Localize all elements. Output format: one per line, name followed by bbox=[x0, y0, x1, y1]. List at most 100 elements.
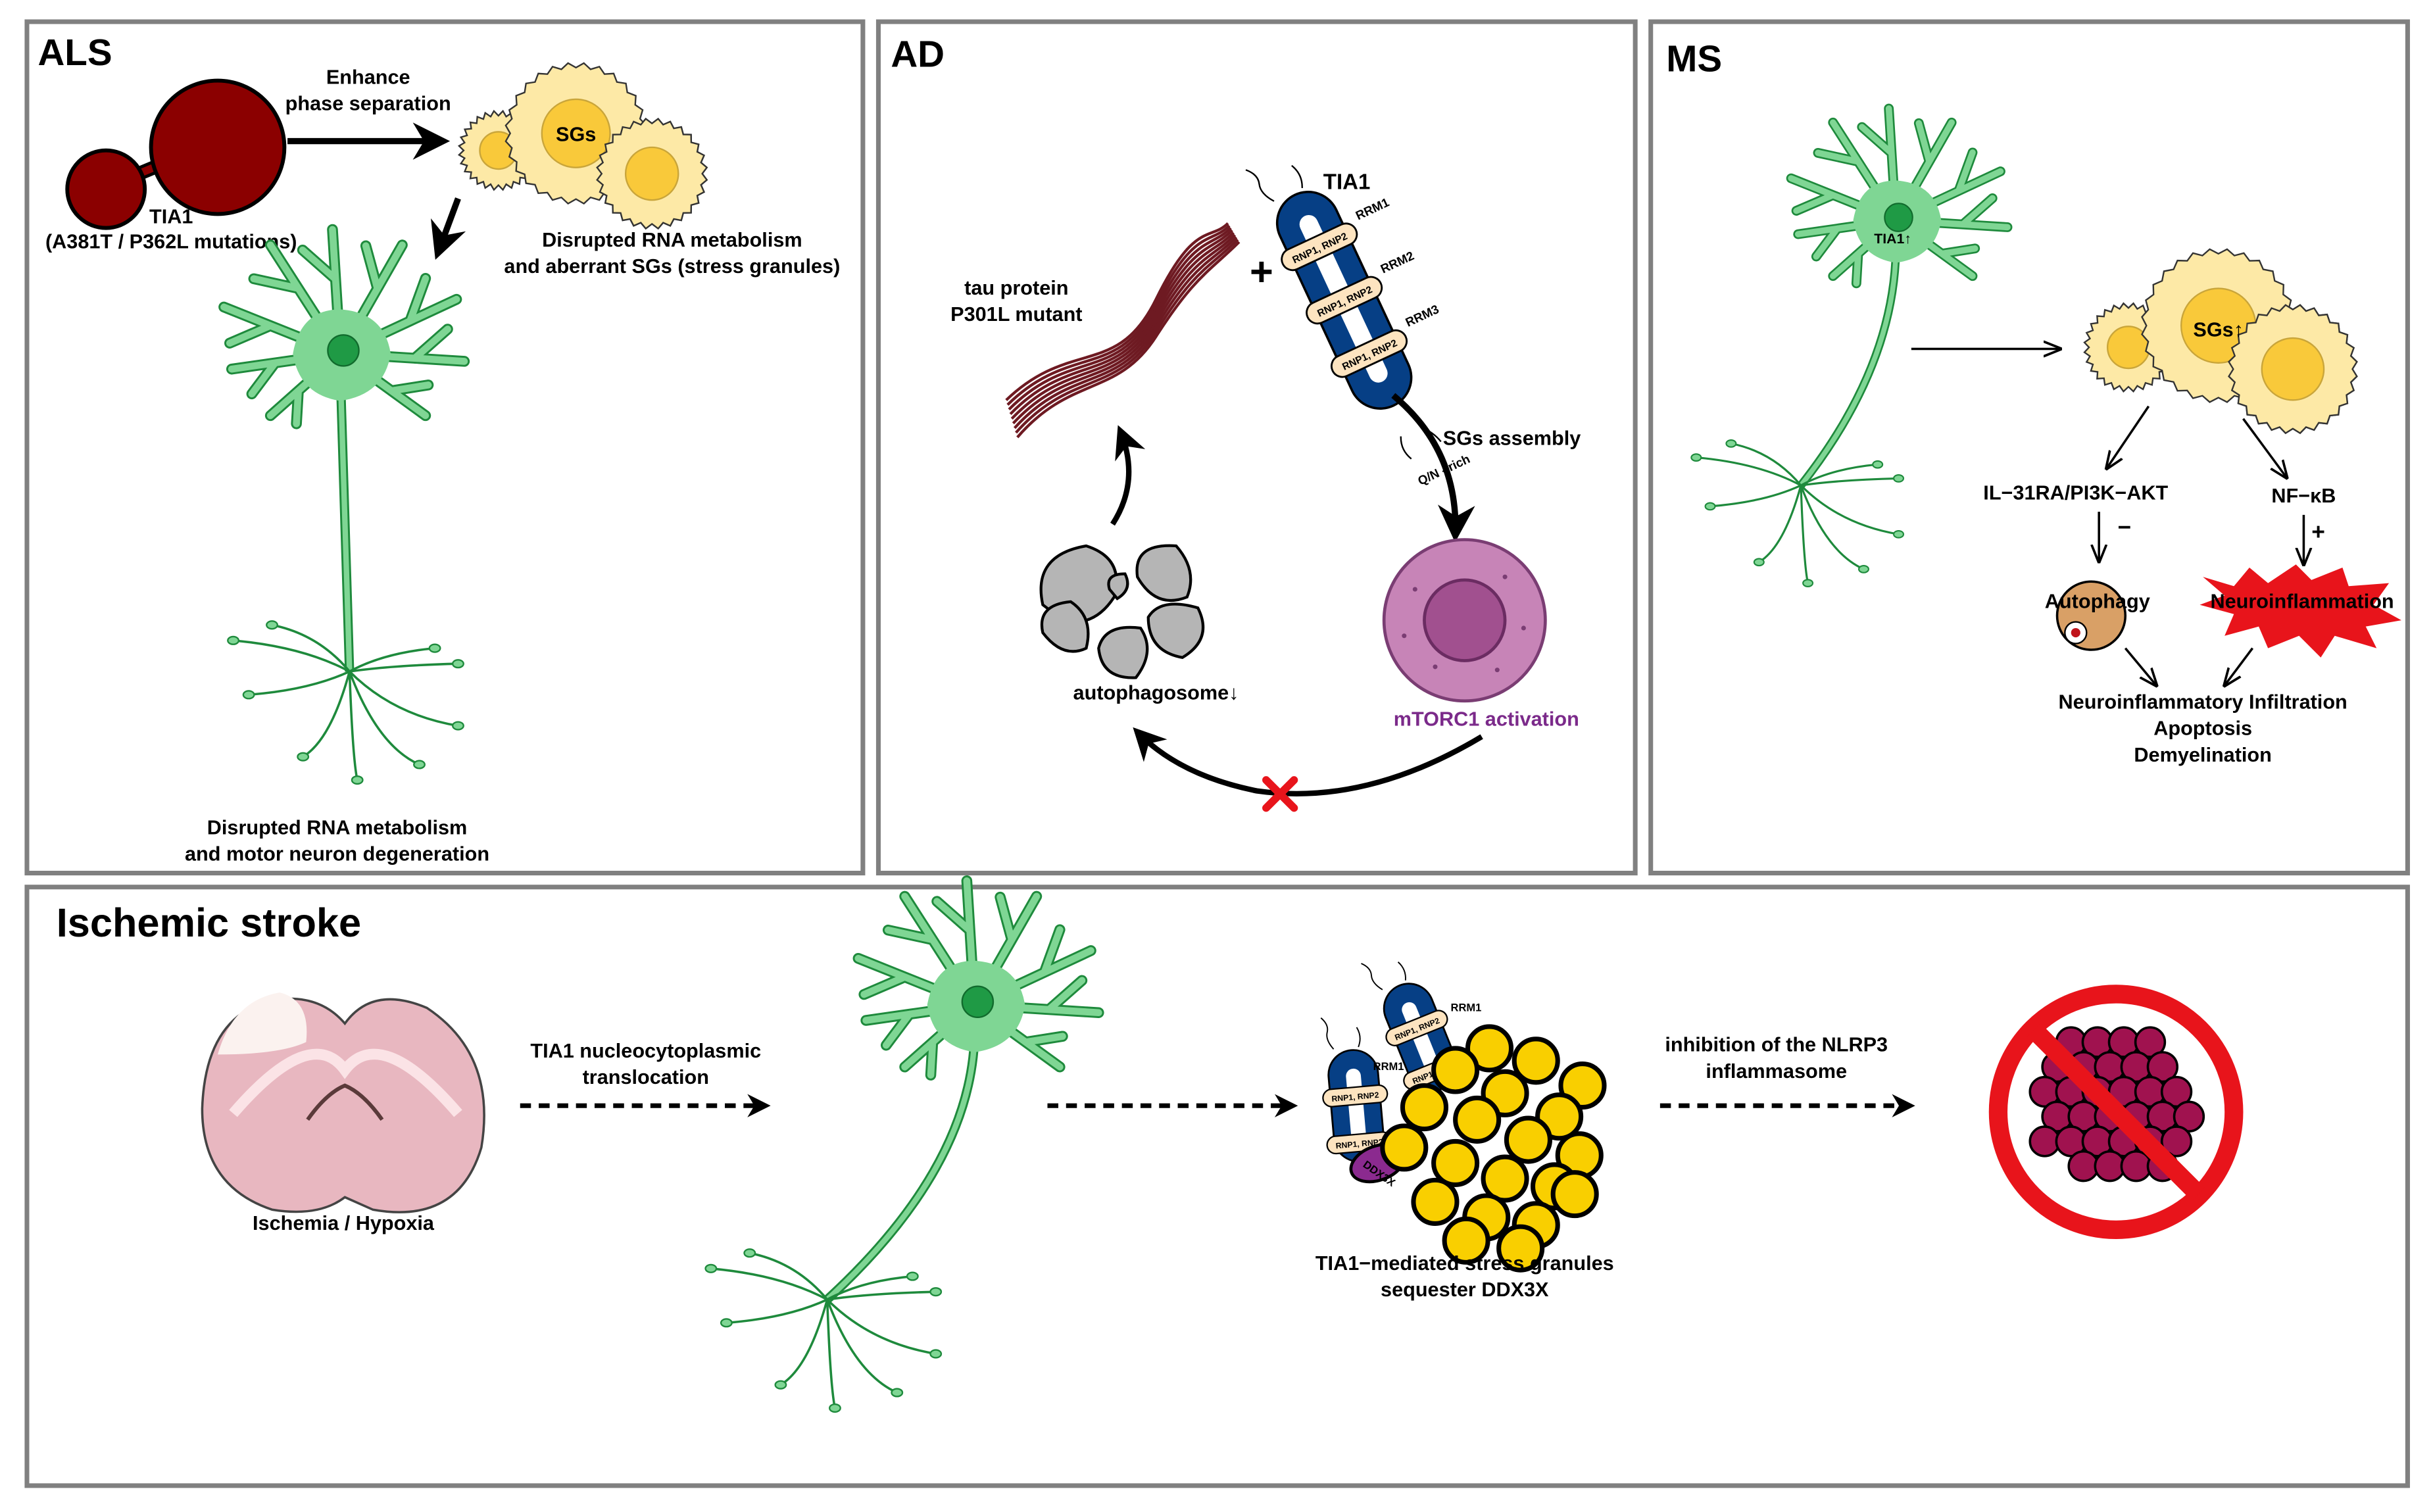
autophagy-label: Autophagy bbox=[2045, 590, 2150, 612]
tau-strand bbox=[1009, 229, 1233, 416]
tail bbox=[1245, 164, 1303, 202]
stress-granule bbox=[1550, 1170, 1599, 1219]
axon-terminal bbox=[348, 671, 420, 766]
axon-terminal bbox=[1731, 442, 1802, 487]
rnp-domain bbox=[1330, 329, 1408, 378]
outcome-label: Apoptosis bbox=[2153, 718, 2252, 740]
block-x-icon bbox=[1262, 776, 1298, 812]
axon-terminal bbox=[233, 639, 351, 673]
terminal-bouton bbox=[906, 1271, 919, 1281]
mutations-label: (A381T / P362L mutations) bbox=[45, 230, 297, 253]
terminal-bouton bbox=[413, 760, 426, 769]
axon-terminal bbox=[1758, 485, 1802, 564]
translocation-label-2: translocation bbox=[583, 1066, 709, 1088]
arrow-icon bbox=[2107, 405, 2150, 468]
prohibition-icon bbox=[1988, 985, 2244, 1240]
terminal-bouton bbox=[774, 1380, 787, 1390]
tau-strand bbox=[1016, 241, 1241, 439]
rrm-label: RRM1 bbox=[1451, 1002, 1482, 1013]
stress-granule bbox=[1511, 1036, 1560, 1085]
terminal-bouton bbox=[227, 635, 239, 645]
il31-pathway-label: IL−31RA/PI3K−AKT bbox=[1983, 481, 2168, 504]
inflammasome-subunit bbox=[2094, 1150, 2126, 1183]
terminal-bouton bbox=[1893, 474, 1905, 483]
axon-terminal bbox=[1709, 484, 1802, 508]
terminal-bouton bbox=[1802, 579, 1814, 587]
terminal-bouton bbox=[929, 1287, 943, 1297]
stress-granule bbox=[1400, 1083, 1449, 1132]
ischemia-label: Ischemia / Hypoxia bbox=[253, 1212, 435, 1234]
inflammasome-subunit bbox=[2160, 1075, 2193, 1108]
inflammasome-subunit bbox=[2134, 1026, 2167, 1058]
tia1-label: TIA1↑ bbox=[1874, 232, 1911, 247]
autophagosome-icon bbox=[1039, 544, 1205, 679]
axon-terminal bbox=[710, 1267, 828, 1301]
axon-terminal bbox=[1800, 485, 1865, 570]
plus-sign: + bbox=[1250, 249, 1273, 294]
arrow-icon bbox=[2224, 647, 2254, 686]
stress-granule bbox=[1465, 1024, 1514, 1073]
tau-fibril-icon bbox=[1005, 222, 1241, 439]
axon-terminal bbox=[348, 671, 358, 781]
axon-terminal bbox=[826, 1275, 913, 1301]
axon-terminal bbox=[272, 623, 351, 673]
disrupted-sg-label-1: Disrupted RNA metabolism bbox=[542, 229, 802, 251]
stroke-panel: Ischemic stroke Ischemia / Hypoxia TIA1 … bbox=[24, 875, 2410, 1488]
ad-title: AD bbox=[891, 33, 945, 74]
tail bbox=[1320, 1017, 1361, 1050]
sg-label-2: sequester DDX3X bbox=[1381, 1279, 1549, 1301]
sgs-label: SGs bbox=[556, 124, 596, 146]
sgs-assembly-label: SGs assembly bbox=[1443, 427, 1581, 450]
inflammasome-subunit bbox=[2146, 1051, 2179, 1083]
tau-strand bbox=[1006, 224, 1231, 406]
nfkb-label: NF−κB bbox=[2271, 485, 2336, 507]
axon-terminal bbox=[1800, 477, 1899, 487]
axon-terminal bbox=[779, 1299, 829, 1386]
stress-granule bbox=[1453, 1095, 1502, 1144]
terminal-bouton bbox=[1704, 502, 1716, 511]
stress-granules-icon bbox=[2083, 248, 2358, 435]
axon-terminal bbox=[826, 1298, 937, 1355]
brain-section-icon bbox=[201, 992, 485, 1213]
enhance-label-2: phase separation bbox=[285, 92, 451, 114]
ad-panel: AD tau protein P301L mutant + TIA1 RNP1,… bbox=[875, 19, 1638, 876]
autophagy-cell-icon bbox=[2055, 580, 2127, 651]
arrow-down-icon bbox=[431, 197, 466, 260]
neuroinflammation-label: Neuroinflammation bbox=[2210, 590, 2394, 612]
tau-strand bbox=[1013, 236, 1238, 429]
rnp-domain bbox=[1322, 1084, 1389, 1108]
stress-granule-core bbox=[2261, 337, 2325, 401]
axon-terminal bbox=[302, 671, 351, 758]
inflammation-burst-icon bbox=[2200, 564, 2401, 658]
stress-granule bbox=[1504, 1115, 1552, 1164]
terminal-bouton bbox=[929, 1349, 943, 1359]
tau-label-2: P301L mutant bbox=[950, 303, 1082, 326]
tau-strand bbox=[1010, 232, 1235, 420]
terminal-bouton bbox=[704, 1263, 718, 1273]
stress-granule bbox=[1380, 1123, 1429, 1172]
axon-terminal bbox=[726, 1298, 828, 1325]
nlrp3-label-2: inflammasome bbox=[1706, 1060, 1847, 1083]
axon-terminal bbox=[1696, 456, 1802, 487]
stress-granule bbox=[1481, 1154, 1529, 1203]
terminal-bouton bbox=[428, 643, 441, 653]
terminal-bouton bbox=[829, 1403, 841, 1413]
terminal-bouton bbox=[1725, 439, 1737, 448]
terminal-bouton bbox=[891, 1388, 904, 1398]
disrupted-mn-label-2: and motor neuron degeneration bbox=[185, 843, 489, 866]
stress-granule bbox=[1496, 1224, 1545, 1273]
axon-terminal bbox=[1800, 463, 1878, 487]
stress-granule bbox=[1431, 1138, 1480, 1188]
neuron-icon bbox=[704, 875, 1104, 1413]
rnp-domain bbox=[1385, 1010, 1448, 1046]
plus-sign: + bbox=[2311, 520, 2325, 545]
axon-terminal bbox=[825, 1299, 837, 1409]
inflammasome-subunit bbox=[2028, 1125, 2061, 1158]
axon-terminal bbox=[1800, 485, 1809, 583]
axon-terminal bbox=[825, 1299, 898, 1394]
terminal-bouton bbox=[743, 1248, 756, 1258]
minus-sign: − bbox=[2117, 514, 2131, 540]
terminal-bouton bbox=[351, 775, 364, 785]
